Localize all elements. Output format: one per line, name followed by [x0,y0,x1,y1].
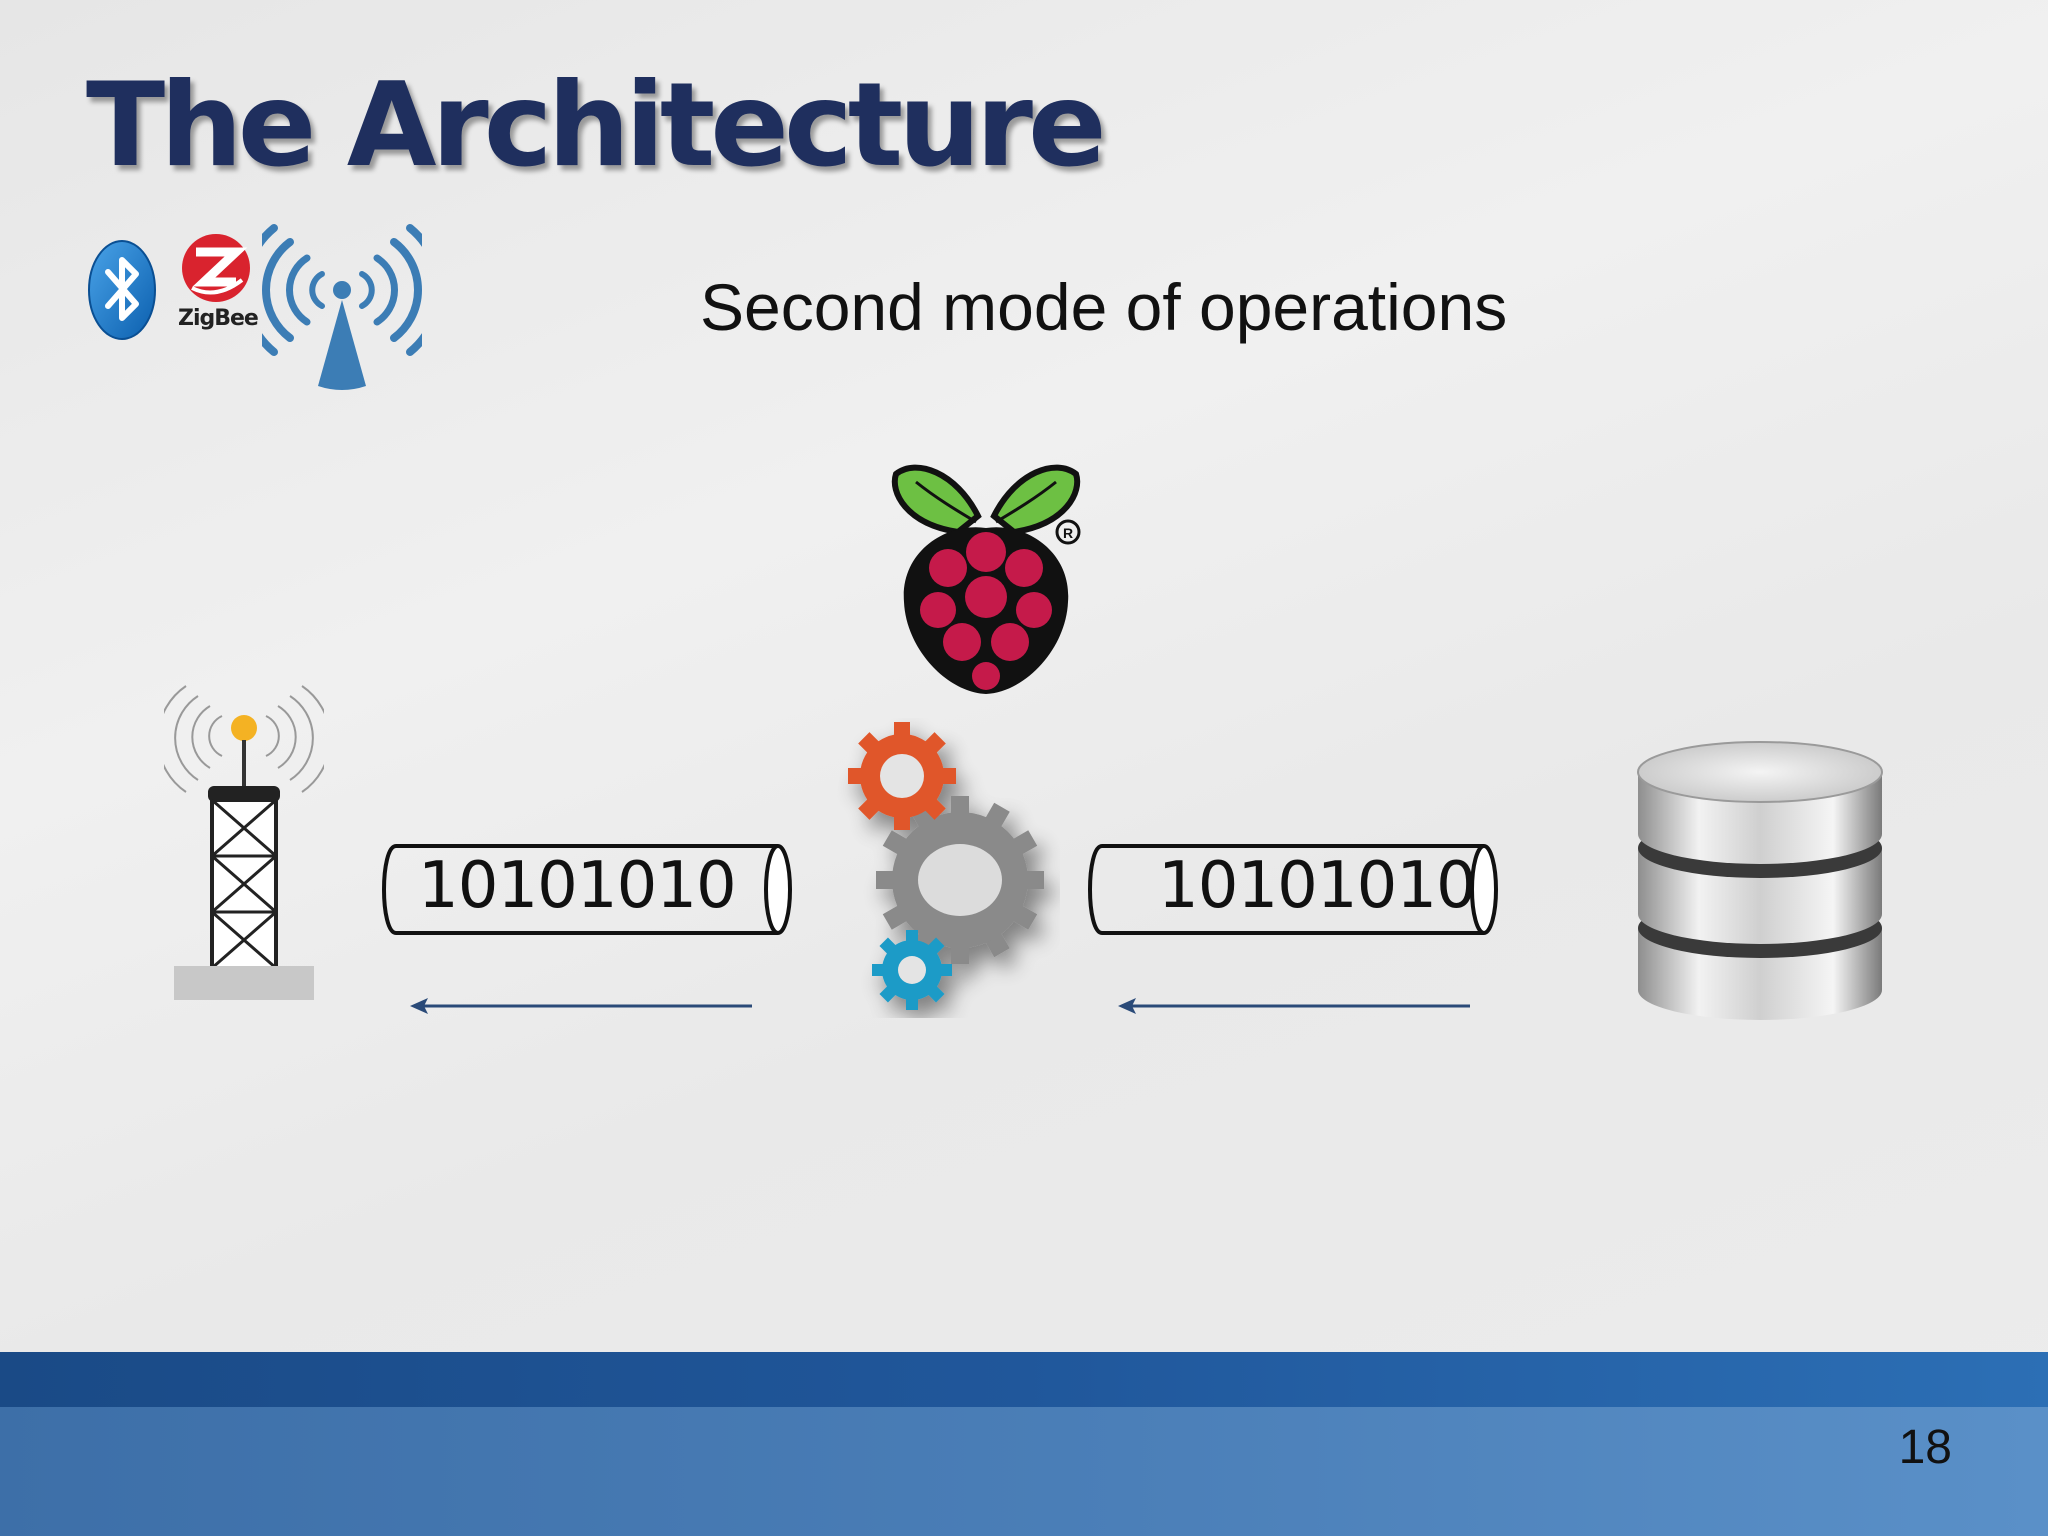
packet-bits: 10101010 [418,849,737,923]
wireless-signal-icon [262,224,422,390]
zigbee-label: ZigBee [178,306,259,331]
zigbee-z-icon [182,234,250,302]
packet-cylinder [382,844,792,935]
packet-cylinder [1088,844,1498,935]
database-icon [1637,741,1883,1020]
packet-bits: 10101010 [1158,849,1477,923]
page-number: 18 [1898,1421,1952,1474]
slide-title: The Architecture [86,58,1107,193]
slide-subtitle: Second mode of operations [700,270,1508,344]
footer-band-light [0,1407,2048,1536]
bluetooth-icon [88,240,156,340]
data-packet-left: 10101010 [378,842,796,937]
footer-band-dark [0,1352,2048,1407]
radio-tower-icon [164,685,324,1000]
zigbee-logo: ZigBee [176,230,259,340]
data-packet-right: 10101010 [1084,842,1502,937]
raspberry-pi-logo: R [891,464,1081,694]
arrow-left-2 [1118,998,1470,1014]
arrow-left-1 [410,998,752,1014]
svg-text:R: R [1063,525,1073,541]
gears-icon [848,722,1044,1010]
